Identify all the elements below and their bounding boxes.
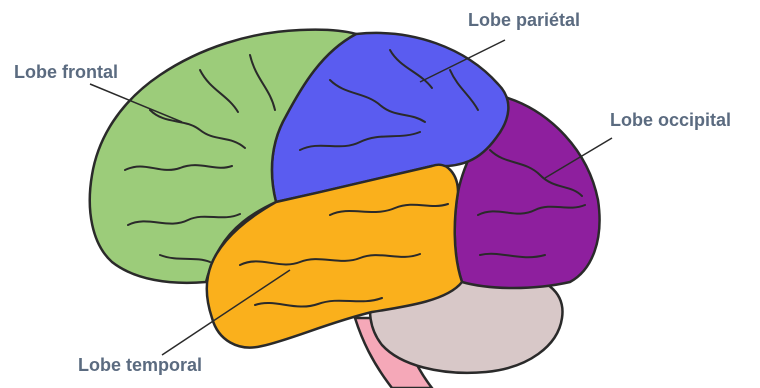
- label-temporal-lobe: Lobe temporal: [78, 356, 202, 374]
- label-parietal-lobe: Lobe pariétal: [468, 11, 580, 29]
- label-occipital-lobe: Lobe occipital: [610, 111, 731, 129]
- label-frontal-lobe: Lobe frontal: [14, 63, 118, 81]
